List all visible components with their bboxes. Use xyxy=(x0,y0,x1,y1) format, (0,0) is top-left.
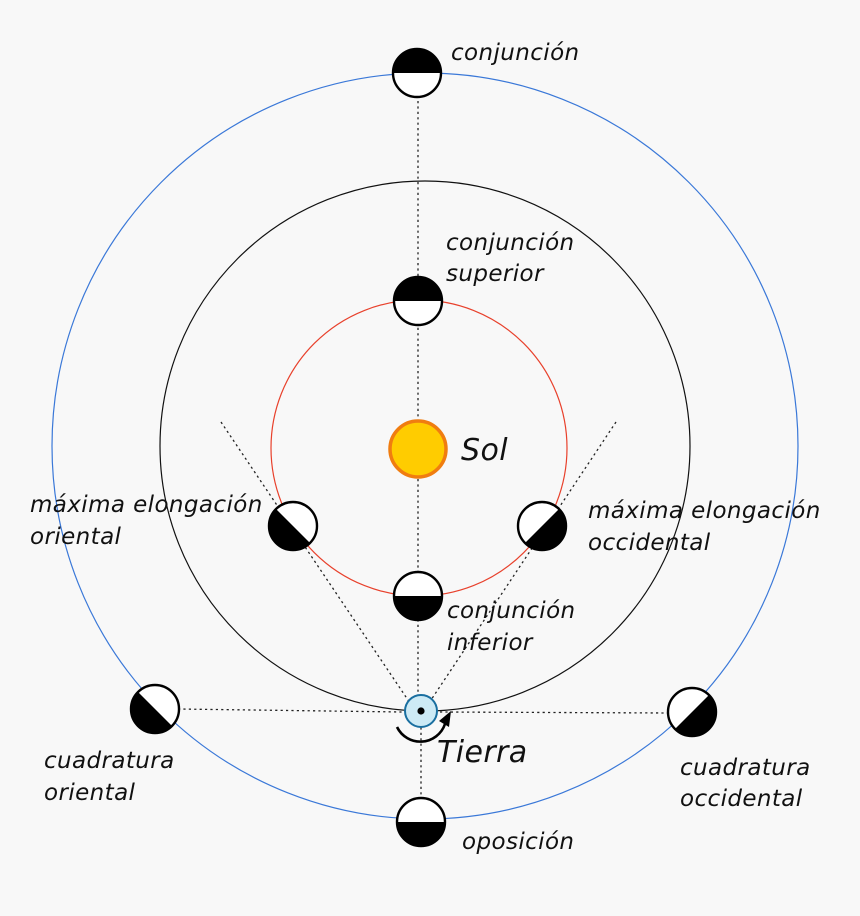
label-cuadratura-occidental-line1: cuadratura xyxy=(680,755,811,781)
label-conjuncion-superior-line1: conjunción xyxy=(446,230,575,256)
label-cuadratura-oriental-line1: cuadratura xyxy=(44,748,175,774)
label-conjuncion: conjunción xyxy=(451,40,580,66)
label-cuadratura-oriental-line2: oriental xyxy=(44,780,136,806)
phase-max-elongacion-oriental xyxy=(267,500,319,552)
label-max-elongacion-oriental-line1: máxima elongación xyxy=(30,492,263,518)
phase-oposicion xyxy=(395,796,447,848)
label-conjuncion-inferior-line1: conjunción xyxy=(447,598,576,624)
phase-max-elongacion-occidental xyxy=(516,500,568,552)
phase-conjuncion-inferior xyxy=(392,570,444,622)
phase-conjuncion-superior xyxy=(392,275,444,327)
label-max-elongacion-occidental-line1: máxima elongación xyxy=(588,498,821,524)
label-conjuncion-superior-line2: superior xyxy=(446,261,545,287)
label-oposicion: oposición xyxy=(462,829,574,855)
rotation-arrow-icon xyxy=(395,711,451,743)
label-conjuncion-inferior-line2: inferior xyxy=(447,630,534,656)
sightline-occidental-quadrature xyxy=(439,711,669,714)
sun-icon xyxy=(388,419,448,479)
phase-cuadratura-oriental xyxy=(129,683,181,735)
earth-icon xyxy=(404,694,438,728)
phase-conjuncion xyxy=(391,47,443,99)
sightline-oriental-quadrature xyxy=(177,708,403,713)
phase-cuadratura-occidental xyxy=(666,686,718,738)
label-max-elongacion-oriental-line2: oriental xyxy=(30,524,122,550)
label-cuadratura-occidental-line2: occidental xyxy=(680,786,803,812)
label-max-elongacion-occidental-line2: occidental xyxy=(588,530,711,556)
label-sol: Sol xyxy=(461,433,508,468)
label-tierra: Tierra xyxy=(437,735,528,770)
sightline-occidental-elongation xyxy=(428,421,617,704)
sightline-oriental-elongation xyxy=(220,421,411,704)
